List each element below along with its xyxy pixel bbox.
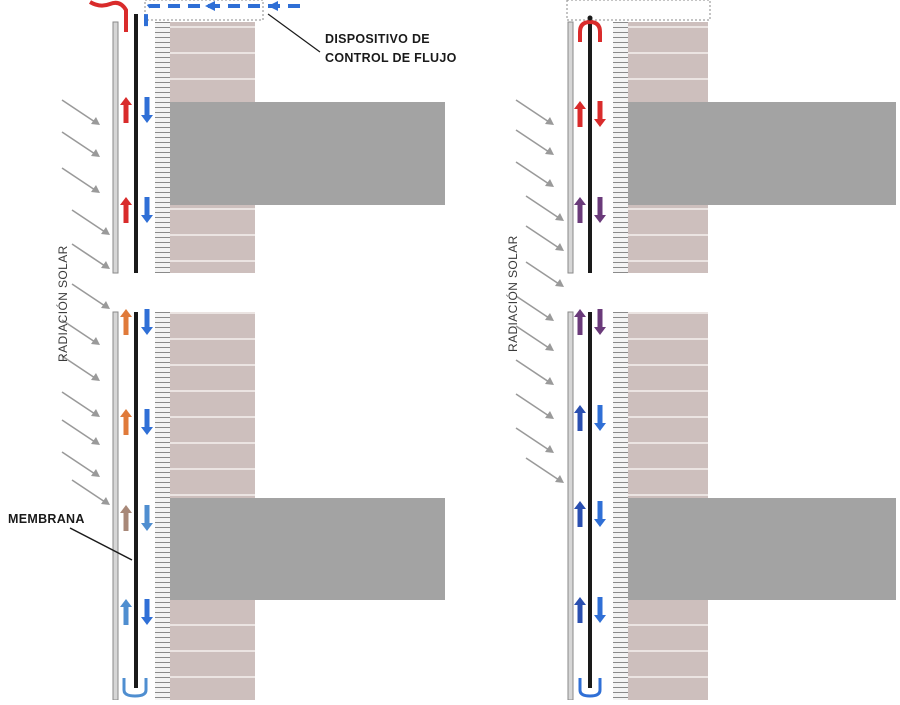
airflow-up-arrow-icon (120, 409, 132, 435)
airflow-up-arrow-icon (574, 197, 586, 223)
flow-control-device (144, 0, 264, 21)
masonry-wall (170, 205, 255, 273)
membrane-leader (69, 527, 133, 561)
floor-slab (170, 102, 445, 205)
left-panel (88, 0, 445, 701)
airflow-up-arrow-icon (120, 197, 132, 223)
solar-arrow-icon (515, 359, 554, 385)
solar-arrow-icon (61, 391, 100, 417)
solar-arrow-icon (71, 479, 110, 505)
airflow-up-arrow-icon (574, 597, 586, 623)
intake-arrow-icon (268, 1, 278, 11)
masonry-wall (170, 312, 255, 498)
floor-slab (628, 498, 896, 600)
airflow-up-arrow-icon (574, 101, 586, 127)
right-panel (566, 0, 896, 701)
solar-radiation-label-left: RADIACIÓN SOLAR (56, 245, 70, 362)
airflow-up-arrow-icon (120, 505, 132, 531)
flow-control-device (566, 0, 711, 21)
solar-arrow-icon (525, 225, 564, 251)
insulation-layer (613, 22, 628, 273)
airflow-up-arrow-icon (574, 309, 586, 335)
insulation-layer (613, 312, 628, 700)
bottom-return-path (122, 678, 148, 698)
masonry-wall (628, 600, 708, 700)
solar-arrow-icon (515, 393, 554, 419)
solar-arrow-icon (61, 167, 100, 193)
membrane-label: MEMBRANA (8, 512, 85, 526)
airflow-up-arrow-icon (120, 599, 132, 625)
flow-device-label-line2: CONTROL DE FLUJO (325, 51, 457, 65)
airflow-up-arrow-icon (120, 97, 132, 123)
solar-arrow-icon (515, 161, 554, 187)
top-return-path (578, 19, 602, 42)
flow-device-label-line1: DISPOSITIVO DE (325, 32, 430, 46)
solar-arrow-icon (515, 129, 554, 155)
flow-device-label: DISPOSITIVO DE CONTROL DE FLUJO (325, 30, 457, 68)
solar-radiation-label-right: RADIACIÓN SOLAR (506, 235, 520, 352)
airflow-down-arrow-icon (594, 501, 606, 527)
solar-arrow-icon (61, 319, 100, 345)
solar-arrow-icon (515, 427, 554, 453)
solar-arrow-icon (525, 195, 564, 221)
bottom-return-path (578, 678, 602, 698)
solar-arrow-icon (71, 283, 110, 309)
intake-arrow-icon (205, 1, 215, 11)
solar-arrow-icon (61, 131, 100, 157)
airflow-down-arrow-icon (594, 101, 606, 127)
airflow-up-arrow-icon (574, 501, 586, 527)
flow-device-leader (267, 13, 321, 53)
outer-cladding (567, 311, 574, 701)
insulation-layer (155, 312, 170, 700)
outer-cladding (567, 21, 574, 274)
airflow-down-arrow-icon (594, 405, 606, 431)
solar-arrow-icon (71, 209, 110, 235)
airflow-up-arrow-icon (120, 309, 132, 335)
floor-slab (628, 102, 896, 205)
airflow-up-arrow-icon (574, 405, 586, 431)
solar-arrow-icon (515, 325, 554, 351)
masonry-wall (628, 22, 708, 102)
masonry-wall (628, 205, 708, 273)
solar-arrow-icon (525, 261, 564, 287)
solar-arrow-icon (61, 99, 100, 125)
airflow-down-arrow-icon (141, 309, 153, 335)
airflow-down-arrow-icon (594, 197, 606, 223)
airflow-down-arrow-icon (594, 597, 606, 623)
airflow-down-arrow-icon (594, 309, 606, 335)
insulation-layer (155, 22, 170, 273)
solar-arrow-icon (61, 419, 100, 445)
airflow-down-arrow-icon (141, 505, 153, 531)
cool-intake-path (144, 4, 300, 32)
airflow-down-arrow-icon (141, 197, 153, 223)
solar-radiation-arrows (61, 99, 564, 505)
solar-arrow-icon (515, 99, 554, 125)
solar-arrow-icon (525, 457, 564, 483)
solar-arrow-icon (61, 355, 100, 381)
warm-exhaust-path (88, 0, 128, 32)
airflow-down-arrow-icon (141, 599, 153, 625)
masonry-wall (170, 600, 255, 700)
masonry-wall (170, 22, 255, 102)
solar-arrow-icon (61, 451, 100, 477)
airflow-down-arrow-icon (141, 409, 153, 435)
outer-cladding (112, 311, 119, 701)
flow-device-point (587, 15, 593, 21)
airflow-arrows (120, 97, 606, 625)
masonry-wall (628, 312, 708, 498)
solar-arrow-icon (515, 295, 554, 321)
outer-cladding (112, 21, 119, 274)
solar-arrow-icon (71, 243, 110, 269)
airflow-down-arrow-icon (141, 97, 153, 123)
floor-slab (170, 498, 445, 600)
